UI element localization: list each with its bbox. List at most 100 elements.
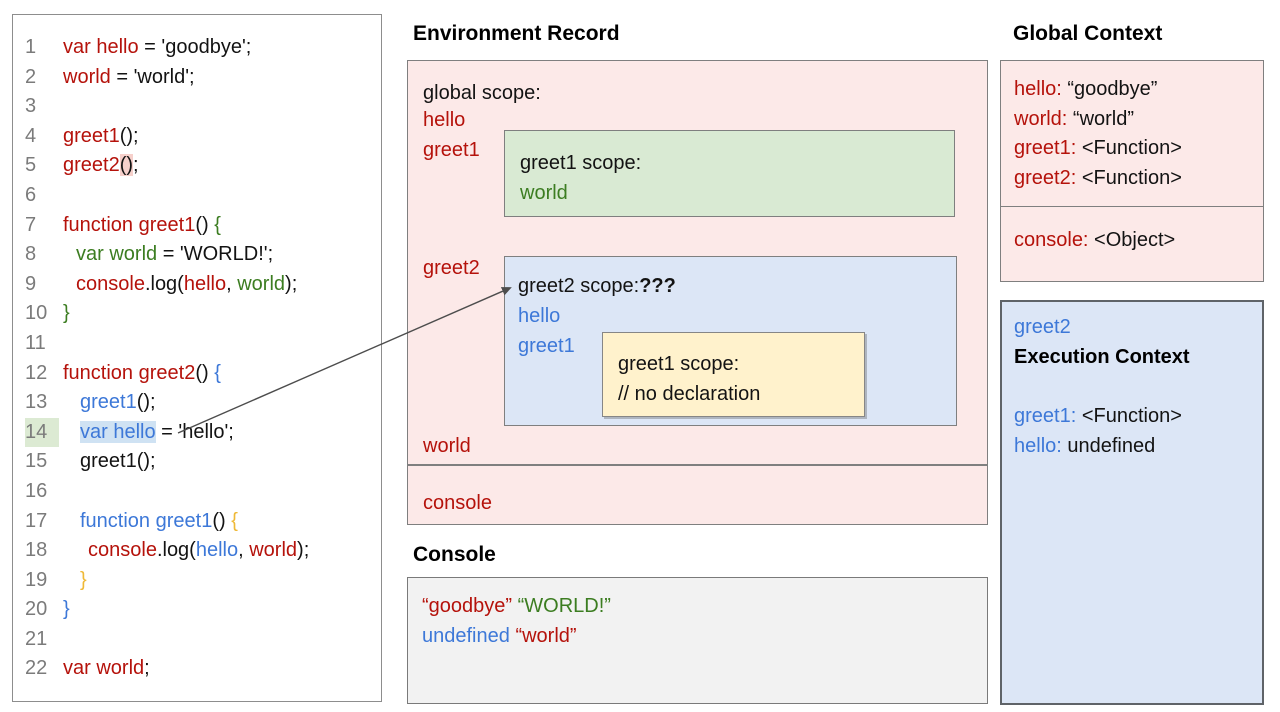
token: } bbox=[63, 302, 70, 325]
global-scope-entry-greet2: greet2 bbox=[423, 257, 480, 279]
text-line: “goodbye” “WORLD!” bbox=[422, 591, 987, 621]
greet2-execution-context-box: greet2 Execution Context greet1: <Functi… bbox=[1000, 300, 1264, 705]
code-text: function greet2() { bbox=[59, 359, 221, 389]
token: .log( bbox=[156, 539, 196, 562]
code-text: function greet1() { bbox=[59, 507, 238, 537]
token: (); bbox=[119, 124, 139, 147]
code-text: console.log(hello, world); bbox=[59, 536, 309, 566]
token: (); bbox=[136, 391, 156, 414]
inner-greet1-scope-box: greet1 scope: // no declaration bbox=[602, 332, 865, 417]
code-line: 7 function greet1() { bbox=[13, 211, 381, 241]
text-line: console: <Object> bbox=[1014, 226, 1263, 256]
token: ); bbox=[297, 539, 310, 562]
token: greet2 bbox=[63, 154, 120, 177]
global-scope-entry-greet1: greet1 bbox=[423, 139, 480, 161]
line-number: 21 bbox=[25, 627, 48, 650]
token: } bbox=[63, 598, 70, 621]
code-line: 15 greet1(); bbox=[13, 447, 381, 477]
token: greet2: bbox=[1014, 167, 1077, 190]
line-number: 7 bbox=[25, 213, 37, 236]
token: console: bbox=[1014, 229, 1089, 251]
token: <Function> bbox=[1076, 405, 1182, 428]
execution-context-title: Execution Context bbox=[1014, 345, 1190, 368]
token: greet1 bbox=[63, 124, 120, 147]
line-number: 3 bbox=[25, 95, 37, 118]
code-line: 6 bbox=[13, 181, 381, 211]
token: greet1 bbox=[80, 391, 137, 414]
token: ; bbox=[144, 657, 150, 680]
spacer bbox=[1014, 373, 1262, 403]
token: undefined bbox=[1061, 435, 1156, 458]
token: world bbox=[237, 272, 286, 295]
token: greet1: bbox=[1014, 137, 1077, 160]
code-line: 4 greet1(); bbox=[13, 122, 381, 152]
code-text: } bbox=[59, 595, 70, 625]
code-text: var hello = 'goodbye'; bbox=[59, 33, 251, 63]
greet2-scope-title: greet2 scope:??? bbox=[518, 271, 956, 301]
token: .log( bbox=[144, 272, 184, 295]
line-number: 13 bbox=[25, 391, 48, 414]
greet1-scope-box: greet1 scope: world bbox=[504, 130, 955, 217]
code-text: var hello = 'hello'; bbox=[59, 418, 234, 448]
token: } bbox=[80, 568, 87, 591]
line-number: 16 bbox=[25, 479, 48, 502]
line-number: 8 bbox=[25, 243, 37, 266]
line-number: 15 bbox=[25, 450, 48, 473]
code-line: 19} bbox=[13, 566, 381, 596]
global-context-title: Global Context bbox=[1013, 22, 1163, 45]
text-line: greet1 bbox=[518, 331, 956, 361]
global-scope-entry-world: world bbox=[423, 435, 471, 457]
text-line: world: “world” bbox=[1014, 105, 1263, 135]
token: <Object> bbox=[1088, 229, 1176, 251]
execution-context-name: greet2 bbox=[1014, 316, 1071, 338]
token: = 'goodbye'; bbox=[138, 36, 252, 58]
token: var world bbox=[76, 243, 158, 266]
token: “goodbye” bbox=[422, 595, 513, 617]
token: world: bbox=[1014, 107, 1068, 130]
token: “goodbye” bbox=[1061, 78, 1158, 100]
code-text: var world = 'WORLD!'; bbox=[59, 240, 273, 270]
code-text: var world; bbox=[59, 654, 150, 684]
code-text: function greet1() { bbox=[59, 211, 221, 241]
code-text: greet1(); bbox=[59, 122, 139, 152]
token: ); bbox=[285, 272, 298, 295]
line-number: 2 bbox=[25, 65, 37, 88]
token: { bbox=[214, 361, 221, 384]
token: = 'WORLD!'; bbox=[157, 243, 274, 266]
code-text: console.log(hello, world); bbox=[59, 270, 297, 300]
execution-context-entries: greet1: <Function>hello: undefined bbox=[1014, 402, 1262, 462]
token: greet1(); bbox=[80, 450, 156, 473]
line-number: 4 bbox=[25, 124, 37, 147]
code-line: 16 bbox=[13, 477, 381, 507]
token: console bbox=[88, 539, 157, 562]
line-number: 9 bbox=[25, 272, 37, 295]
global-scope-entry-hello: hello bbox=[423, 109, 466, 131]
code-line: 8 var world = 'WORLD!'; bbox=[13, 240, 381, 270]
text-line: greet1: <Function> bbox=[1014, 134, 1263, 164]
token: greet1 bbox=[518, 335, 575, 357]
token: “WORLD!” bbox=[517, 595, 611, 617]
token: “world” bbox=[515, 625, 577, 647]
code-text: greet1(); bbox=[59, 447, 156, 477]
code-text: greet1(); bbox=[59, 388, 156, 418]
text-line: hello: undefined bbox=[1014, 432, 1262, 462]
inner-greet1-scope-comment: // no declaration bbox=[618, 383, 761, 405]
token: world bbox=[249, 539, 298, 562]
text-line: undefined “world” bbox=[422, 621, 987, 651]
console-scope-box: console bbox=[407, 465, 988, 525]
code-line: 13 greet1(); bbox=[13, 388, 381, 418]
global-scope-label: global scope: bbox=[423, 82, 541, 104]
token: <Function> bbox=[1076, 167, 1182, 190]
token: = 'hello'; bbox=[155, 420, 234, 443]
token: { bbox=[231, 509, 238, 532]
token: var world bbox=[63, 657, 145, 680]
token: , bbox=[226, 272, 238, 295]
token: hello: bbox=[1014, 435, 1062, 458]
